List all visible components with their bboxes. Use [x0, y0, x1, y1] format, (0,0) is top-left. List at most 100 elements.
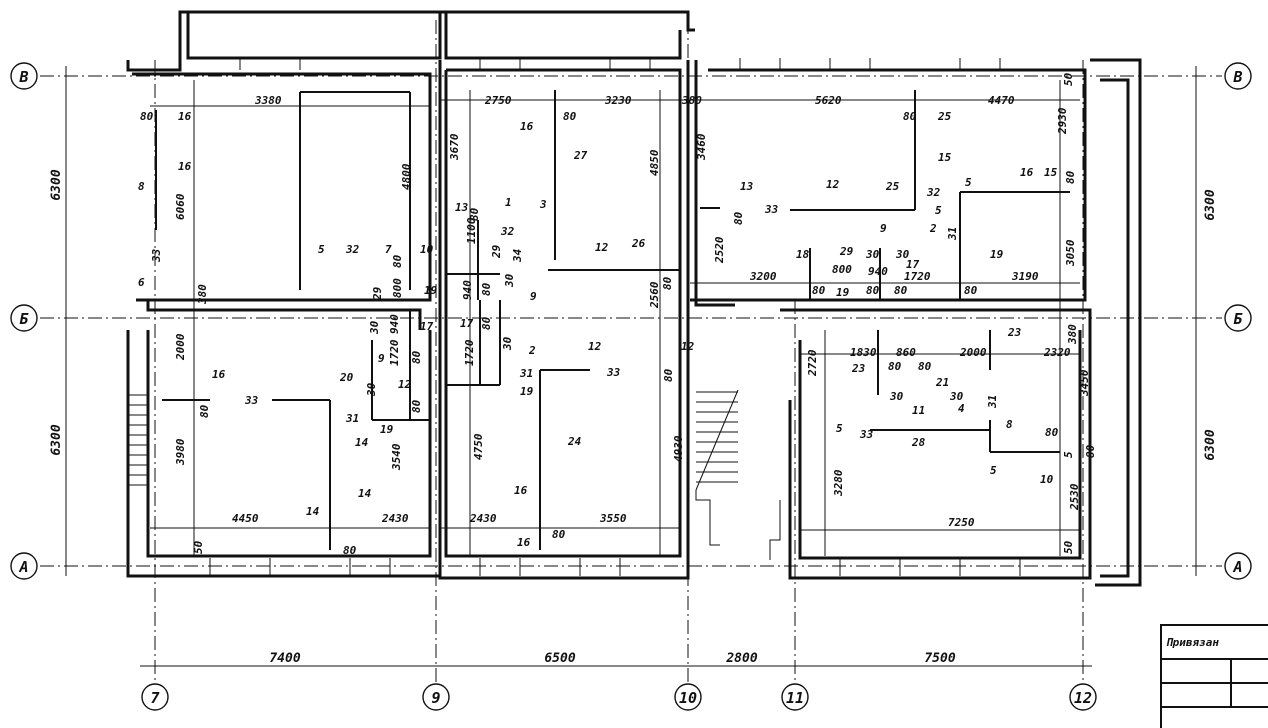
plan-label: 25: [885, 180, 900, 193]
plan-label: 12: [595, 241, 609, 254]
plan-label: 19: [520, 385, 534, 398]
plan-label: 30: [889, 390, 904, 403]
plan-label: 4930: [672, 435, 685, 462]
plan-label: 11: [912, 404, 925, 417]
plan-label: 80: [1084, 444, 1097, 458]
axis-label-9: 9: [431, 689, 440, 707]
plan-label: 34: [511, 248, 524, 263]
plan-label: 15: [938, 151, 952, 164]
plan-label: 80: [918, 360, 932, 373]
plan-label: 5: [935, 204, 942, 217]
plan-label: 2930: [1056, 107, 1069, 135]
outer-walls: [126, 10, 1142, 587]
plan-label: 20: [339, 371, 354, 384]
axis-label-v-left: В: [18, 68, 28, 86]
plan-label: 940: [868, 265, 888, 278]
plan-label: 14: [355, 436, 369, 449]
plan-label: 940: [388, 314, 401, 334]
plan-label: 3230: [604, 94, 632, 107]
plan-label: 3190: [1011, 270, 1039, 283]
plan-label: 80: [1064, 170, 1077, 184]
plan-label: 80: [894, 284, 908, 297]
plan-label: 31: [345, 412, 359, 425]
plan-label: 80: [812, 284, 826, 297]
plan-label: 13: [455, 201, 469, 214]
plan-label: 80: [888, 360, 902, 373]
plan-label: 2520: [713, 236, 726, 264]
plan-label: 21: [935, 376, 949, 389]
plan-label: 2530: [1068, 483, 1081, 511]
plan-label: 80: [662, 368, 675, 382]
plan-label: 6060: [174, 193, 187, 220]
dim-right-top: 6300: [1203, 189, 1218, 220]
axis-label-b-right: Б: [1233, 310, 1243, 328]
plan-label: 3050: [1064, 239, 1077, 267]
plan-label: 80: [391, 254, 404, 268]
plan-label: 2320: [1043, 346, 1071, 359]
plan-label: 16: [1020, 166, 1034, 179]
plan-label: 80: [661, 276, 674, 290]
plan-label: 30: [949, 390, 964, 403]
plan-label: 31: [519, 367, 533, 380]
plan-label: 32: [500, 225, 515, 238]
plan-label: 12: [826, 178, 840, 191]
plan-label: 8: [1006, 418, 1013, 431]
axis-label-v-right: В: [1232, 68, 1242, 86]
plan-label: 16: [212, 368, 226, 381]
plan-label: 23: [1007, 326, 1022, 339]
plan-label: 32: [345, 243, 360, 256]
plan-label: 2560: [648, 281, 661, 309]
plan-label: 3280: [832, 469, 845, 497]
axis-label-10: 10: [679, 689, 697, 707]
plan-label: 16: [517, 536, 531, 549]
plan-label: 31: [946, 227, 959, 241]
plan-label: 10: [1040, 473, 1054, 486]
plan-label: 800: [391, 278, 404, 298]
dim-right-bottom: 6300: [1203, 429, 1218, 460]
plan-label: 50: [192, 540, 205, 554]
plan-label: 860: [896, 346, 916, 359]
plan-label: 80: [732, 211, 745, 225]
plan-label: 5: [318, 243, 325, 256]
plan-label: 80: [866, 284, 880, 297]
plan-label: 17: [420, 320, 434, 333]
plan-label: 80: [343, 544, 357, 557]
plan-label: 15: [1044, 166, 1058, 179]
plan-label: 80: [410, 399, 423, 413]
plan-label: 1: [505, 196, 512, 209]
plan-label: 80: [552, 528, 566, 541]
plan-label: 30: [501, 336, 514, 351]
axis-labels: В Б А В Б А 7 9 10 11 12: [18, 68, 1243, 707]
plan-label: 32: [926, 186, 941, 199]
plan-label: 17: [460, 317, 474, 330]
plan-label: 29: [490, 244, 503, 259]
plan-label: 9: [378, 352, 385, 365]
plan-label: 31: [986, 395, 999, 409]
plan-label: 28: [911, 436, 926, 449]
plan-label: 4450: [232, 512, 259, 525]
plan-label: 2430: [381, 512, 409, 525]
plan-label: 33: [244, 394, 259, 407]
partitions: [155, 90, 1070, 550]
plan-label: 80: [198, 404, 211, 418]
plan-label: 10: [420, 243, 434, 256]
axis-label-12: 12: [1074, 689, 1092, 707]
plan-label: 3980: [174, 438, 187, 466]
plan-label: 4800: [400, 163, 413, 190]
plan-label: 3460: [695, 133, 708, 161]
plan-label: 2: [929, 222, 937, 235]
plan-label: 1720: [388, 339, 401, 366]
plan-label: 30: [503, 273, 516, 288]
plan-label: 3: [539, 198, 547, 211]
plan-label: 12: [588, 340, 602, 353]
plan-label: 1100: [465, 217, 478, 244]
plan-label: 80: [480, 316, 493, 330]
plan-label: 7: [385, 243, 392, 256]
plan-label: 2: [528, 344, 536, 357]
plan-label: 16: [514, 484, 528, 497]
dimension-lines: [65, 66, 1197, 667]
axis-label-a-right: А: [1232, 558, 1242, 576]
plan-label: 4750: [472, 433, 485, 460]
plan-label: 3670: [448, 133, 461, 161]
